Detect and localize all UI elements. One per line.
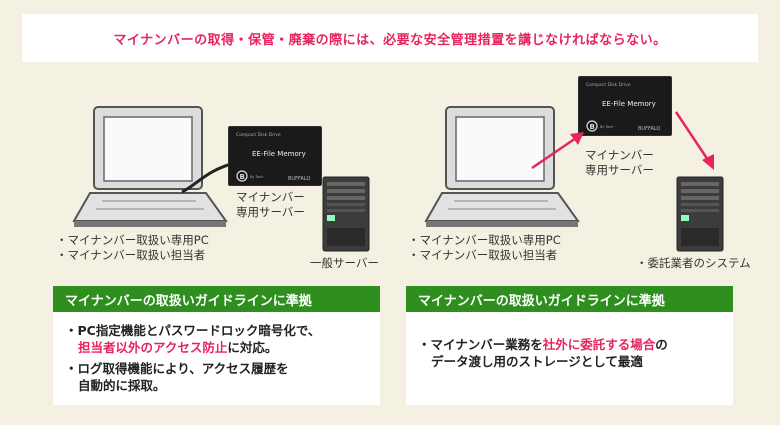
list-item: マイナンバー取扱い専用PC [408, 233, 561, 248]
list-item: マイナンバー取扱い専用PC [56, 233, 209, 248]
right-dedicated-server-label: マイナンバー 専用サーバー [585, 148, 654, 177]
outsourcer-label: 委託業者のシステム [636, 256, 751, 271]
device-name: EE-File Memory [252, 150, 306, 158]
svg-text:Compact Disk Drive: Compact Disk Drive [586, 82, 631, 88]
right-detail-item-1: ・マイナンバー業務を社外に委託する場合の データ渡し用のストレージとして最適 [418, 337, 668, 369]
device-logo-sub: By Tech [250, 175, 263, 179]
right-guideline-bar: マイナンバーの取扱いガイドラインに準拠 [406, 286, 733, 312]
headline-text: マイナンバーの取得・保管・廃棄の際には、必要な安全管理措置を講じなければならない… [113, 32, 667, 48]
headline-banner: マイナンバーの取得・保管・廃棄の際には、必要な安全管理措置を講じなければならない… [22, 14, 758, 62]
list-item: マイナンバー取扱い担当者 [408, 248, 561, 263]
right-detail-box: ・マイナンバー業務を社外に委託する場合の データ渡し用のストレージとして最適 [406, 312, 733, 405]
device-logo: B [240, 173, 245, 181]
svg-text:EE-File Memory: EE-File Memory [602, 100, 656, 108]
device-brand: Compact Disk Drive [236, 132, 281, 138]
left-detail-box: ・PC指定機能とパスワードロック暗号化で、 担当者以外のアクセス防止に対応。 ・… [53, 312, 380, 405]
general-server-icon [322, 176, 370, 252]
ee-file-memory-device-left: Compact Disk Drive EE-File Memory B By T… [227, 125, 323, 187]
laptop-right-icon [424, 106, 580, 227]
right-pc-list: マイナンバー取扱い専用PC マイナンバー取扱い担当者 [408, 233, 561, 263]
left-guideline-bar: マイナンバーの取扱いガイドラインに準拠 [53, 286, 380, 312]
left-detail-item-2: ・ログ取得機能により、アクセス履歴を 自動的に採取。 [65, 361, 289, 393]
ee-file-memory-device-right: Compact Disk Drive EE-File Memory B By T… [577, 75, 673, 137]
outsourcer-server-icon [676, 176, 724, 252]
device-maker: BUFFALO [288, 176, 310, 182]
general-server-label: 一般サーバー [310, 256, 379, 270]
list-item: マイナンバー取扱い担当者 [56, 248, 209, 263]
left-pc-list: マイナンバー取扱い専用PC マイナンバー取扱い担当者 [56, 233, 209, 263]
left-detail-item-1: ・PC指定機能とパスワードロック暗号化で、 担当者以外のアクセス防止に対応。 [65, 323, 321, 355]
arrow-pc-to-device-icon [531, 132, 584, 170]
arrow-device-to-outsourcer-icon [674, 111, 714, 170]
left-dedicated-server-label: マイナンバー 専用サーバー [236, 190, 305, 219]
laptop-left-icon [72, 106, 228, 227]
svg-text:By Tech: By Tech [600, 125, 613, 129]
svg-text:BUFFALO: BUFFALO [638, 126, 660, 132]
svg-text:B: B [590, 123, 595, 131]
